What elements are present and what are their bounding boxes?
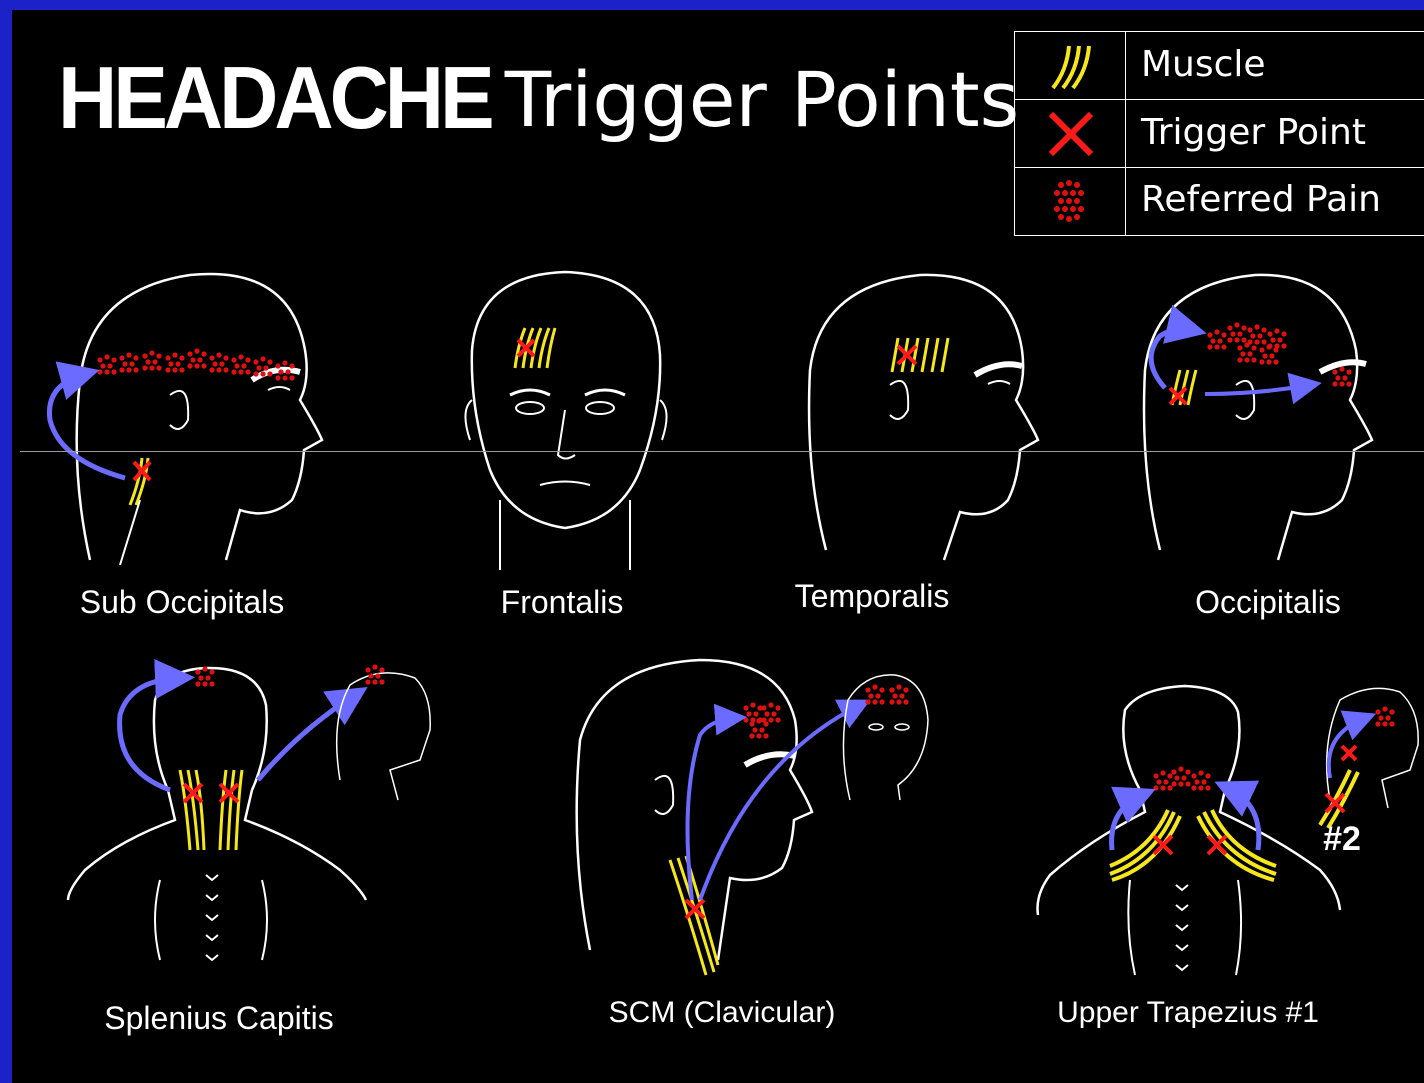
scm-pain [743,702,780,738]
label-sub-occipitals: Sub Occipitals [80,584,285,621]
occipitalis-pain [1207,322,1351,386]
label-trapezius-2: #2 [1323,820,1361,859]
spine-marks [206,875,218,960]
spine-marks-2 [1176,885,1188,970]
divider-line [20,451,1424,452]
label-scm: SCM (Clavicular) [609,996,836,1030]
label-splenius-capitis: Splenius Capitis [104,1000,333,1037]
occipitalis-diagram [1144,275,1372,560]
label-temporalis: Temporalis [795,578,950,615]
trapezius-pain [1153,766,1210,790]
upper-trapezius-diagram [1038,686,1419,975]
label-frontalis: Frontalis [501,584,624,621]
label-upper-trapezius: Upper Trapezius #1 [1057,996,1319,1030]
splenius-capitis-diagram [68,664,430,960]
scm-diagram [577,660,928,975]
sub-occipitals-diagram [49,274,322,565]
frontalis-diagram [465,272,666,570]
temporalis-diagram [809,275,1038,560]
label-occipitalis: Occipitalis [1195,584,1341,621]
